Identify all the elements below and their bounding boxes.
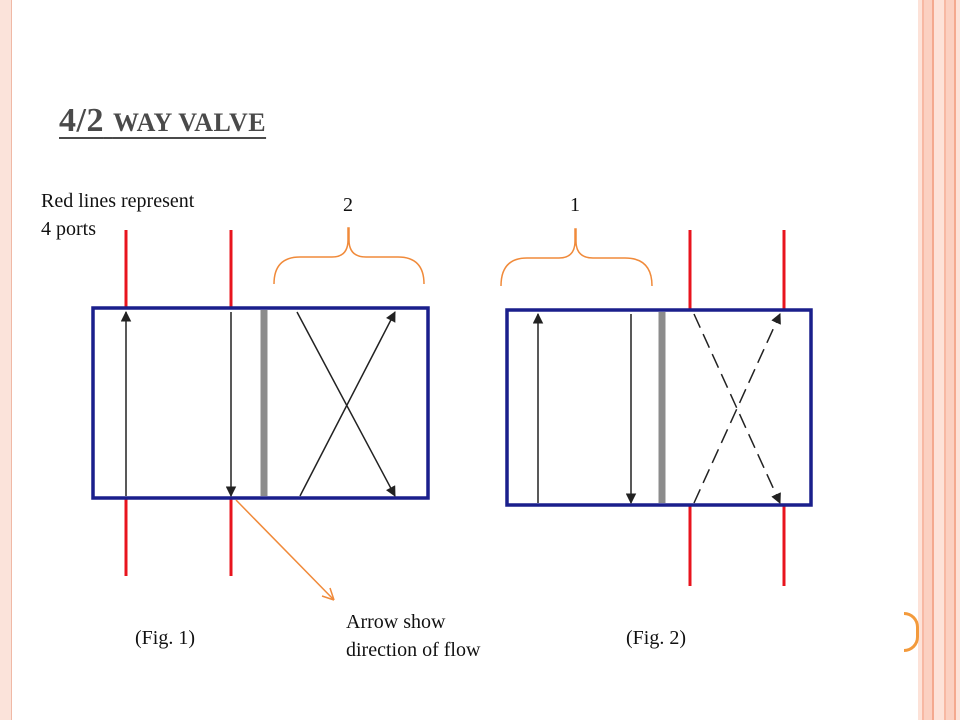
- position-label-1: 1: [570, 194, 580, 216]
- ports-note-line-1: Red lines represent: [41, 190, 195, 212]
- flow-arrow-cross-up: [693, 313, 781, 504]
- fig-2-caption: (Fig. 2): [626, 627, 686, 649]
- valve-fig-2: [500, 228, 813, 586]
- flow-pointer-line: [235, 499, 335, 601]
- title-main: 4/2: [59, 102, 104, 139]
- flow-note-line-2: direction of flow: [346, 639, 481, 661]
- position-2-bracket: [273, 227, 425, 285]
- ports-note-line-2: 4 ports: [41, 218, 96, 240]
- flow-arrow-cross-down: [693, 313, 781, 504]
- valve-box: [505, 308, 813, 507]
- flow-note: Arrow show direction of flow: [346, 608, 480, 664]
- flow-pointer-head: [321, 587, 335, 601]
- title-rest: way valve: [112, 108, 267, 137]
- valve-box: [91, 306, 430, 500]
- ports-note: Red lines represent 4 ports: [41, 187, 194, 243]
- position-label-2: 2: [343, 194, 353, 216]
- slide-border-right: [918, 0, 960, 720]
- flow-note-line-1: Arrow show: [346, 611, 446, 633]
- position-1-bracket: [500, 228, 653, 287]
- fig-1-caption: (Fig. 1): [135, 627, 195, 649]
- flow-arrow-cross-up: [299, 311, 396, 497]
- slide-border-left: [0, 0, 12, 720]
- flow-arrow-cross-down: [296, 311, 396, 497]
- valve-fig-1: [91, 227, 430, 601]
- slide-title: 4/2 way valve: [59, 102, 266, 140]
